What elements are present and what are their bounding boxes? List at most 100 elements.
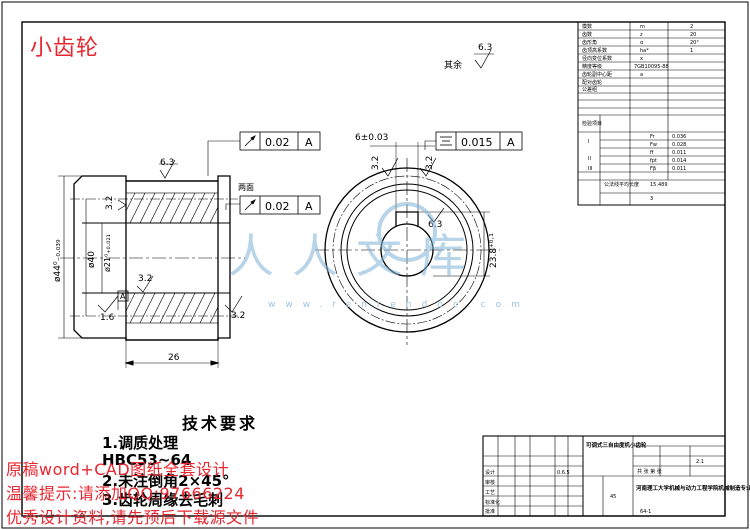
dim-keyway-width-text: 6±0.03 [355, 133, 388, 143]
svg-text:15.489: 15.489 [650, 182, 668, 188]
roughness-r6: 3.2 [371, 156, 381, 170]
tb-designer: 设计 [485, 469, 495, 476]
check-val-0: 0.036 [672, 134, 686, 140]
svg-text:公差组: 公差组 [582, 86, 597, 93]
watermark-line-1: 原稿word+CAD图纸全套设计 [6, 460, 230, 479]
title-block-text: 可调式三自由度机小齿轮 河南理工大学机械与动力工程学院机械制造专业 45 2:1… [485, 441, 750, 515]
param-label-8: 公差组 [582, 86, 597, 93]
datum-letter-text: A [120, 292, 126, 301]
watermark-brand: 人人文库 [228, 229, 484, 283]
svg-text:标准化: 标准化 [485, 499, 500, 506]
tol1-value: 0.02 [265, 136, 290, 149]
svg-text:齿数: 齿数 [582, 31, 592, 38]
tb-std: 标准化 [485, 499, 500, 506]
svg-text:齿形角: 齿形角 [582, 39, 597, 46]
datum-letter: A [120, 292, 126, 301]
svg-text:a: a [640, 72, 643, 78]
front-view [315, 49, 500, 345]
svg-text:检验项目: 检验项目 [582, 120, 602, 127]
svg-text:64-1: 64-1 [640, 509, 651, 515]
tb-drawing-no: 64-1 [640, 509, 651, 515]
span-count: 3 [650, 196, 653, 202]
svg-text:设计: 设计 [485, 469, 495, 476]
tech-line-3: 2.未注倒角2×45° [102, 472, 230, 490]
param-sym-6: a [640, 72, 643, 78]
roughness-r6b: 3.2 [425, 156, 435, 170]
check-sym-1: Fw [650, 142, 657, 148]
watermark-logo: 人人文库 [228, 202, 484, 283]
roughness-r3: 3.2 [138, 274, 152, 284]
dim-bore-text: ø21⁰₊₀.₀₂₁ [103, 234, 112, 272]
check-val-4: 0.011 [672, 166, 686, 172]
svg-text:fpt: fpt [650, 158, 657, 164]
check-val-3: 0.014 [672, 158, 686, 164]
dim-outer-text: ø44⁰₋₀.₀₃₉ [53, 239, 63, 282]
svg-text:45: 45 [610, 494, 616, 500]
param-val-5: 7GB10095-88 [634, 64, 669, 70]
roughness-r1: 6.3 [160, 158, 174, 168]
dim-keyway-depth: 23.8⁺⁰·¹ [489, 233, 499, 268]
check-sym-4: Fβ [650, 166, 656, 172]
svg-text:0.036: 0.036 [672, 134, 686, 140]
svg-text:α: α [640, 40, 644, 46]
dim-bore: ø21⁰₊₀.₀₂₁ [103, 234, 112, 272]
tolerance-frame-symmetry [435, 131, 523, 151]
param-table-text: 模数 m 2 齿数 z 20 齿形角 α 20° 齿顶高系数 ha* 1 径向变… [582, 23, 699, 202]
hatch-top [125, 192, 219, 224]
span-val: 15.489 [650, 182, 668, 188]
drawing-title: 小齿轮 [30, 36, 100, 61]
check-val-2: 0.011 [672, 150, 686, 156]
tol3-datum: A [507, 136, 515, 149]
tb-craft: 工艺 [485, 490, 495, 496]
svg-text:1: 1 [690, 48, 693, 54]
svg-text:齿顶高系数: 齿顶高系数 [582, 47, 607, 54]
tb-approve: 批准 [485, 508, 495, 515]
param-sym-4: x [640, 56, 643, 62]
param-label-9: 检验项目 [582, 120, 602, 127]
svg-text:x: x [640, 56, 643, 62]
svg-text:ff: ff [650, 150, 654, 156]
dim-keyway-depth-text: 23.8⁺⁰·¹ [489, 233, 499, 268]
roughness-label-6: 3.2 [371, 156, 381, 170]
tolerance-frame-1 [239, 131, 321, 151]
tol2-value: 0.02 [265, 200, 290, 213]
roughness-label-3: 3.2 [138, 274, 152, 284]
roughness-label-5: 3.2 [231, 311, 245, 321]
tech-line-4: 3.齿轮周缘去毛刺 [102, 491, 224, 509]
svg-text:可调式三自由度机小齿轮: 可调式三自由度机小齿轮 [586, 441, 647, 449]
roughness-label-7: 3.2 [425, 156, 435, 170]
svg-text:0.6.5: 0.6.5 [557, 470, 570, 476]
span-label: 公法线平均长度 [604, 181, 639, 188]
tol3-datum-text: A [507, 136, 515, 149]
svg-text:人人文库: 人人文库 [228, 229, 484, 283]
tb-sheets: 共 张 第 张 [637, 468, 662, 475]
tb-material: 45 [610, 494, 616, 500]
param-label-0: 模数 [582, 23, 592, 30]
tb-company: 河南理工大学机械与动力工程学院机械制造专业 [636, 484, 750, 492]
tol1-datum-text: A [305, 136, 313, 149]
tol2-label: 两面 [238, 183, 254, 192]
watermark-site: www.renrendoc.com [268, 300, 530, 310]
section-view [58, 140, 245, 368]
tolerance-frame-2 [239, 195, 321, 215]
param-table [577, 21, 726, 206]
svg-text:模数: 模数 [582, 23, 592, 30]
tol1-datum: A [305, 136, 313, 149]
svg-text:20: 20 [690, 32, 696, 38]
tol2-datum-text: A [305, 200, 313, 213]
watermark-line-2: 温馨提示:请添加QQ:97666224 [6, 484, 245, 503]
tb-checker: 审核 [485, 479, 495, 486]
param-sym-0: m [640, 24, 645, 30]
svg-text:z: z [640, 32, 643, 38]
roughness-r2: 3.2 [105, 196, 115, 210]
tb-scale: 2:1 [696, 459, 704, 465]
param-val-1: 20 [690, 32, 696, 38]
param-label-3: 齿顶高系数 [582, 47, 607, 54]
dim-outer: ø44⁰₋₀.₀₃₉ [53, 239, 63, 282]
param-label-1: 齿数 [582, 31, 592, 38]
svg-text:0.014: 0.014 [672, 158, 686, 164]
check-group-4: III [588, 166, 592, 172]
svg-text:0.011: 0.011 [672, 150, 686, 156]
